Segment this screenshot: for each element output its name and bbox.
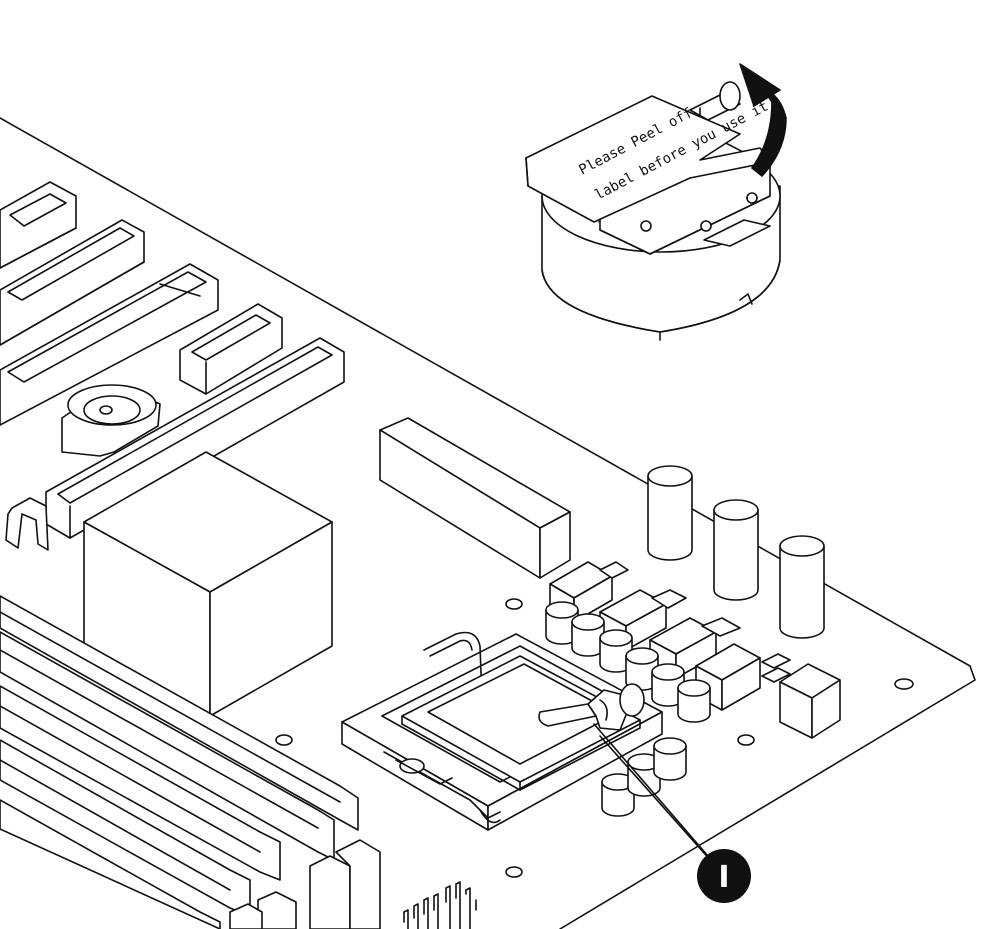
cmos-battery bbox=[61, 384, 161, 457]
mounting-hole bbox=[505, 598, 523, 610]
capacitor bbox=[599, 629, 633, 673]
mounting-holes bbox=[275, 598, 914, 878]
capacitor bbox=[653, 737, 687, 781]
screw bbox=[700, 220, 712, 232]
mounting-hole bbox=[894, 678, 914, 690]
vrm-components bbox=[549, 561, 841, 739]
capacitor bbox=[601, 773, 635, 817]
mounting-hole bbox=[737, 734, 755, 746]
callout-leader-line bbox=[593, 723, 709, 857]
dimm-slot-1 bbox=[0, 595, 359, 831]
capacitor bbox=[625, 647, 659, 691]
motherboard-board bbox=[0, 117, 976, 929]
capacitors-small bbox=[545, 601, 711, 817]
capacitor bbox=[647, 465, 693, 561]
capacitor bbox=[545, 601, 579, 645]
capacitors-large bbox=[647, 465, 825, 639]
capacitor bbox=[627, 753, 661, 797]
pcie-x1-slot bbox=[179, 303, 283, 395]
expansion-slots bbox=[0, 181, 345, 551]
callout-number: I bbox=[718, 860, 729, 895]
callout: I bbox=[593, 723, 751, 903]
small-component bbox=[761, 653, 791, 683]
peel-off-label: Please Peel off label before you use it bbox=[525, 95, 771, 223]
expansion-slot-1 bbox=[0, 181, 77, 269]
capacitor bbox=[713, 499, 759, 601]
expansion-slot-2 bbox=[0, 219, 145, 346]
dimm-slot-5 bbox=[0, 799, 221, 929]
mounting-hole bbox=[505, 866, 523, 878]
capacitor bbox=[677, 679, 711, 723]
power-connector-block bbox=[379, 417, 571, 579]
capacitor bbox=[571, 613, 605, 657]
screw bbox=[746, 192, 758, 204]
capacitor bbox=[651, 663, 685, 707]
mounting-hole bbox=[275, 734, 293, 746]
chipset-block bbox=[83, 451, 333, 717]
memory-slots bbox=[0, 595, 381, 929]
mosfet bbox=[649, 617, 741, 679]
dimm-slot-3 bbox=[0, 685, 281, 881]
peel-direction-arrow bbox=[739, 63, 787, 178]
pcie-x16-slot bbox=[5, 337, 345, 551]
choke bbox=[779, 663, 841, 739]
thermal-compound-tool bbox=[538, 683, 645, 731]
callout-marker bbox=[697, 849, 751, 903]
expansion-slot-3 bbox=[0, 263, 219, 426]
screw bbox=[640, 220, 652, 232]
header-pins bbox=[403, 881, 477, 929]
capacitor bbox=[779, 535, 825, 639]
